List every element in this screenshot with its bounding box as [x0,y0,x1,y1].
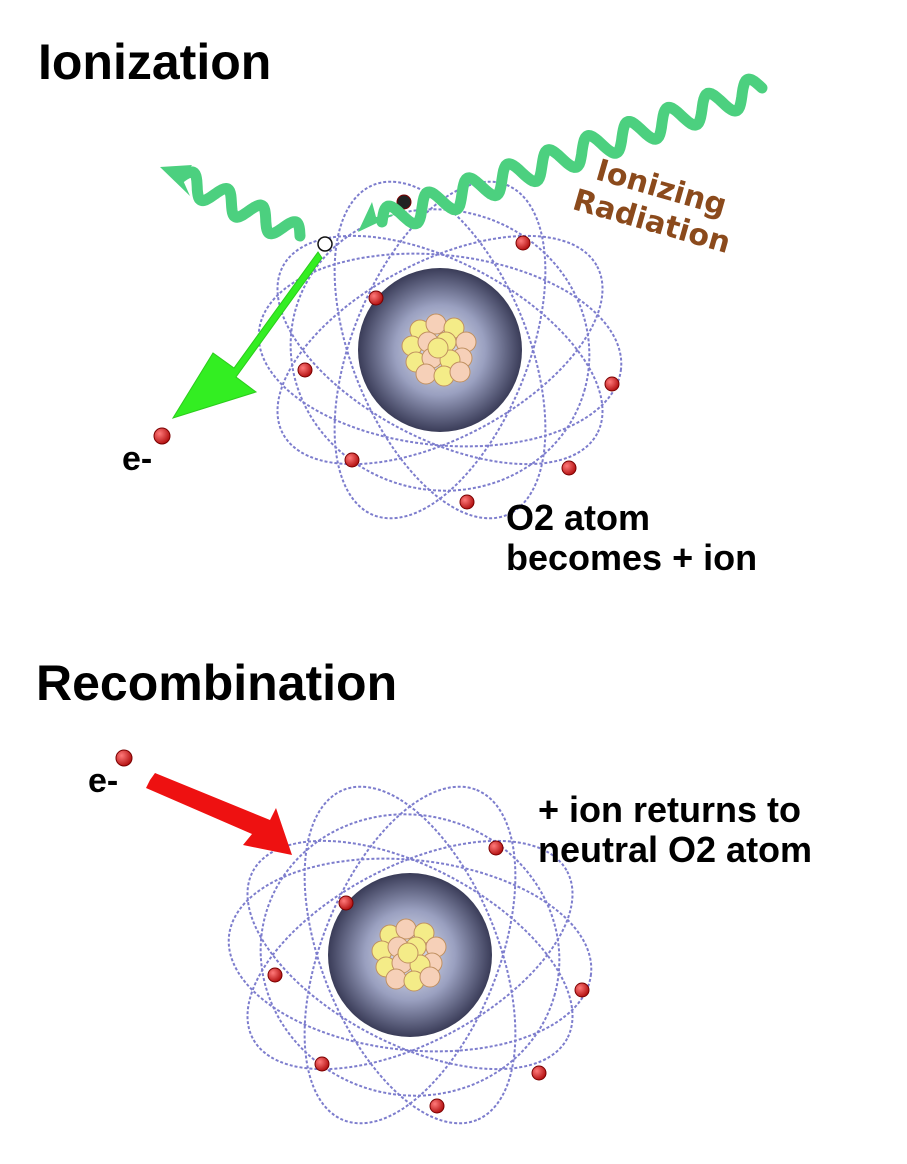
orbits [227,785,593,1125]
neutron [449,361,471,383]
electron [338,895,354,911]
nucleus [371,918,447,992]
ejected-electron [153,427,171,445]
ionization-title: Ionization [38,34,272,90]
neutron [419,966,441,988]
recombination-caption-line-1: + ion returns to [538,789,802,830]
electron [561,460,577,476]
neutron [415,363,437,385]
recombination-caption-line-2: neutral O2 atom [538,829,813,871]
incoming-electron-label: e- [88,762,119,800]
electron [488,840,504,856]
electron [267,967,283,983]
electron-vacancy [317,236,333,252]
electron-ejection-arrow [171,251,323,419]
ionization-caption: O2 atom becomes + ion [506,497,758,579]
proton [397,942,419,964]
ionizing-radiation-wave [358,73,768,232]
recombination-caption: + ion returns to neutral O2 atom [538,789,813,871]
electron [429,1098,445,1114]
proton [427,337,449,359]
neutron [395,918,417,940]
electron [515,235,531,251]
incoming-electron [115,749,133,767]
neutron [425,313,447,335]
electron [574,982,590,998]
neutron [385,968,407,990]
electron [297,362,313,378]
electrons [267,840,590,1114]
wave-arrowhead [160,165,192,196]
ionization-caption-line-1: O2 atom [506,497,651,538]
electrons [297,194,620,510]
electron [531,1065,547,1081]
ionization-caption-line-2: becomes + ion [506,537,758,579]
electron [368,290,384,306]
electron [314,1056,330,1072]
ejected-electron-label: e- [122,440,153,478]
atom-neutral [227,785,593,1125]
scattered-radiation-wave [160,165,306,242]
recombination-title: Recombination [36,655,398,711]
electron [344,452,360,468]
wave-arrowhead [358,202,396,232]
electron [459,494,475,510]
atom-ionized [257,180,623,520]
recombination-arrow [146,773,292,855]
electron [396,194,412,210]
electron [604,376,620,392]
nucleus [401,313,477,387]
